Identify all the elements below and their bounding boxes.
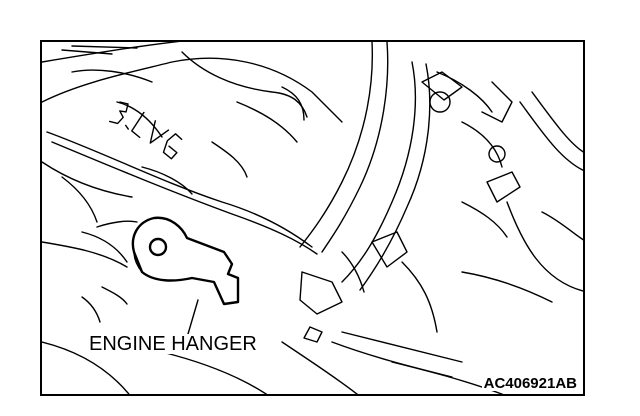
figure-code: AC406921AB <box>481 375 579 392</box>
engine-illustration: ENGINE HANGER AC406921AB <box>40 40 585 396</box>
engine-cover <box>42 42 343 255</box>
engine-marking-glyphs <box>108 101 183 160</box>
callout-leader-line <box>187 299 199 335</box>
engine-hanger-callout: ENGINE HANGER <box>87 333 259 355</box>
engine-line-art <box>42 42 583 394</box>
lower-engine <box>42 220 504 394</box>
engine-hanger-bracket <box>131 216 240 306</box>
hoses <box>299 42 583 378</box>
